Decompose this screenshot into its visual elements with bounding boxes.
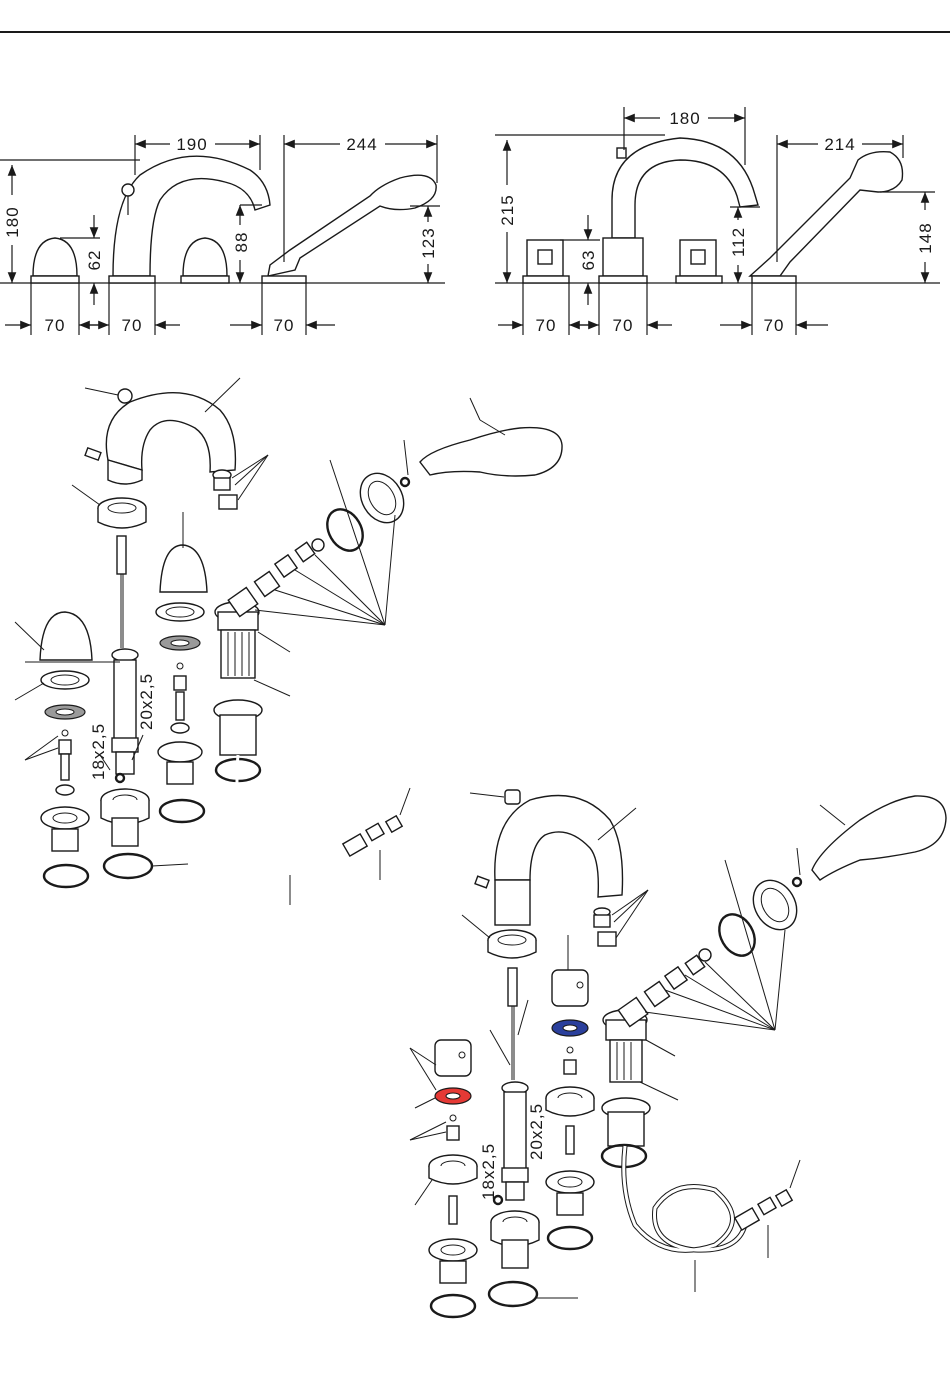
- shower-base-a: [262, 276, 306, 283]
- lever-b-exploded: [505, 790, 520, 804]
- dim-b-148: 148: [916, 222, 935, 253]
- dim-b-180: 180: [669, 109, 700, 128]
- exploded-view-a: 20x2,5 18x2,5: [15, 378, 562, 905]
- dim-b-spacing-3: 70: [764, 316, 785, 335]
- hand-shower-b: [750, 152, 903, 276]
- dim-b-63: 63: [579, 250, 598, 271]
- oring-shower-b: [712, 908, 762, 962]
- dim-a-244: 244: [346, 135, 377, 154]
- dim-a-123: 123: [419, 227, 438, 258]
- spout-base-a: [109, 276, 155, 283]
- spout-a-exploded: [106, 393, 235, 472]
- dim-a-190: 190: [176, 135, 207, 154]
- dim-a-spacing-2: 70: [122, 316, 143, 335]
- hand-shower-a-exploded: [420, 428, 562, 476]
- valve-handle-left: [33, 238, 77, 276]
- dimension-drawing-a: 190 244 180 62 88 123: [0, 135, 445, 335]
- lever-knob-a: [122, 184, 134, 196]
- cube-handle-right-b: [552, 970, 588, 1006]
- dim-a-62: 62: [85, 250, 104, 271]
- lever-knob-a-exploded: [118, 389, 132, 403]
- valve-cap-left-a: [40, 612, 92, 660]
- dim-a-180: 180: [3, 206, 22, 237]
- dim-b-215: 215: [498, 194, 517, 225]
- oring-label-20-a: 20x2,5: [137, 673, 156, 730]
- oring-left-b: [431, 1295, 475, 1317]
- valve-base-left: [31, 276, 79, 283]
- exploded-view-b: 20x2,5 18x2,5: [410, 790, 946, 1317]
- dim-b-112: 112: [729, 227, 748, 257]
- oring-base-b: [489, 1282, 537, 1306]
- oring-base-a: [104, 854, 152, 878]
- oring-shower-a: [320, 503, 370, 557]
- hand-shower-b-exploded: [812, 796, 946, 880]
- dim-a-spacing-1: 70: [45, 316, 66, 335]
- dim-a-spacing-3: 70: [274, 316, 295, 335]
- oring-label-18-a: 18x2,5: [89, 723, 108, 780]
- valve-handle-right: [183, 238, 227, 276]
- hand-shower-a: [268, 175, 436, 276]
- valve-cap-right-a: [160, 545, 207, 592]
- oring-left-a: [44, 865, 88, 887]
- dim-b-spacing-2: 70: [613, 316, 634, 335]
- dim-a-88: 88: [232, 232, 251, 253]
- oring-label-20-b: 20x2,5: [527, 1103, 546, 1160]
- dim-b-spacing-1: 70: [536, 316, 557, 335]
- oring-right-b: [548, 1227, 592, 1249]
- dim-b-214: 214: [824, 135, 855, 154]
- spout-b: [612, 138, 758, 238]
- oring-label-18-b: 18x2,5: [479, 1143, 498, 1200]
- cube-handle-left-b: [435, 1040, 471, 1076]
- valve-base-right: [181, 276, 229, 283]
- oring-right-a: [160, 800, 204, 822]
- dimension-drawing-b: 180 214 215 63 112 148: [495, 107, 940, 335]
- lever-b: [617, 148, 626, 158]
